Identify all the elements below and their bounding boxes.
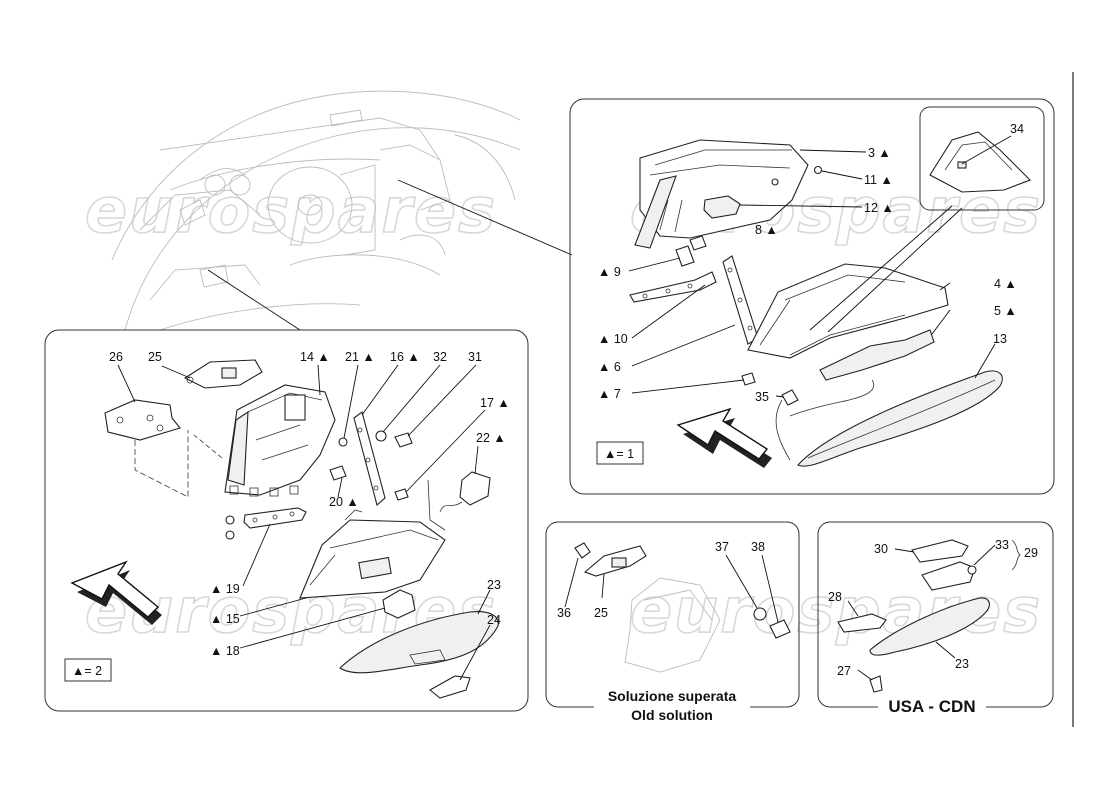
legend-box [596,441,644,465]
part-label: ▲ 7 [598,387,621,401]
part-label: 34 [1010,122,1024,136]
main-leaders [117,364,491,681]
part-label: ▲ 9 [598,265,621,279]
usa-labels: 30 33 29 28 23 27 [828,538,1038,678]
usa-cdn-caption: USA - CDN [888,697,975,716]
part-label: 25 [594,606,608,620]
part-label: ▲ 15 [210,612,240,626]
part-label: 26 [109,350,123,364]
detail-inset-box [919,106,1045,211]
part-label: 14 ▲ [300,350,330,364]
part-label: 16 ▲ [390,350,420,364]
legend-text: ▲= 2 [72,664,102,678]
part-label: 37 [715,540,729,554]
part-label: 32 [433,350,447,364]
part-label: 29 [1024,546,1038,560]
legend-box [64,658,112,682]
main-labels: 26 25 14 ▲ 21 ▲ 16 ▲ 32 31 17 ▲ 22 ▲ 20 … [109,350,510,658]
part-label: 30 [874,542,888,556]
upper-labels: 3 ▲ 11 ▲ 12 ▲ 8 ▲ ▲ 9 ▲ 10 ▲ 6 ▲ 7 4 ▲ 5… [598,122,1024,404]
main-parts [70,359,499,699]
part-label: 12 ▲ [864,201,894,215]
upper-parts [629,131,1031,468]
part-label: ▲ 19 [210,582,240,596]
part-label: 33 [995,538,1009,552]
part-label: 5 ▲ [994,304,1017,318]
part-label: 4 ▲ [994,277,1017,291]
part-label: 8 ▲ [755,223,778,237]
part-label: 31 [468,350,482,364]
old-labels: 36 25 37 38 [557,540,765,620]
callout-line [397,179,573,256]
caption-bg [594,686,750,724]
part-label: 3 ▲ [868,146,891,160]
callout-line [207,269,301,331]
part-label: 23 [487,578,501,592]
usa-parts [837,539,1021,693]
part-label: ▲ 10 [598,332,628,346]
part-label: 13 [993,332,1007,346]
legend-text: ▲= 1 [604,447,634,461]
part-label: 35 [755,390,769,404]
part-label: 22 ▲ [476,431,506,445]
main-assembly-box [44,329,529,712]
part-label: ▲ 6 [598,360,621,374]
usa-leaders [847,544,996,681]
part-label: 36 [557,606,571,620]
part-label: 20 ▲ [329,495,359,509]
part-label: 38 [751,540,765,554]
upper-leaders [628,135,1012,398]
part-label: 28 [828,590,842,604]
caption-bg [878,694,986,718]
old-solution-caption-en: Old solution [631,707,713,723]
dashboard-overview [111,90,521,331]
old-parts [574,542,791,673]
watermark-text: eurospares [85,174,497,247]
upper-assembly-box [569,98,1055,495]
part-label: ▲ 18 [210,644,240,658]
part-label: 24 [487,613,501,627]
part-label: 17 ▲ [480,396,510,410]
part-label: 23 [955,657,969,671]
old-leaders [564,554,779,623]
part-label: 11 ▲ [864,173,893,187]
old-solution-caption-it: Soluzione superata [608,688,737,704]
part-label: 21 ▲ [345,350,375,364]
part-label: 25 [148,350,162,364]
part-label: 27 [837,664,851,678]
